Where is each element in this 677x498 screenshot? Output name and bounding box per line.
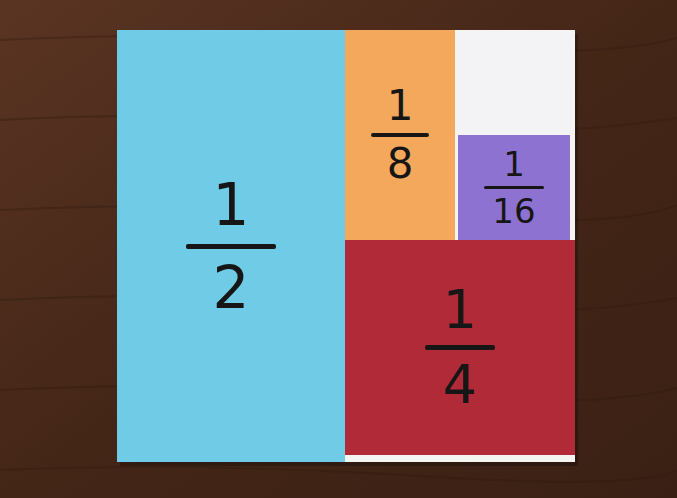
numerator: 1 <box>387 85 414 127</box>
fraction-bar <box>186 244 276 249</box>
fraction-bar <box>425 345 495 350</box>
quarter-region: 14 <box>345 240 575 455</box>
paper-sheet <box>117 30 575 462</box>
eighth-region: 18 <box>345 30 455 240</box>
half-region: 12 <box>117 30 345 462</box>
denominator: 16 <box>492 194 535 228</box>
fraction-bar <box>484 186 544 189</box>
denominator: 4 <box>443 358 477 412</box>
numerator: 1 <box>443 283 477 337</box>
denominator: 8 <box>387 143 414 185</box>
numerator: 1 <box>213 176 250 234</box>
fraction-bar <box>371 133 429 137</box>
numerator: 1 <box>503 147 525 181</box>
empty-sixteenth <box>455 33 572 135</box>
sixteenth-region: 116 <box>458 135 570 240</box>
denominator: 2 <box>213 259 250 317</box>
